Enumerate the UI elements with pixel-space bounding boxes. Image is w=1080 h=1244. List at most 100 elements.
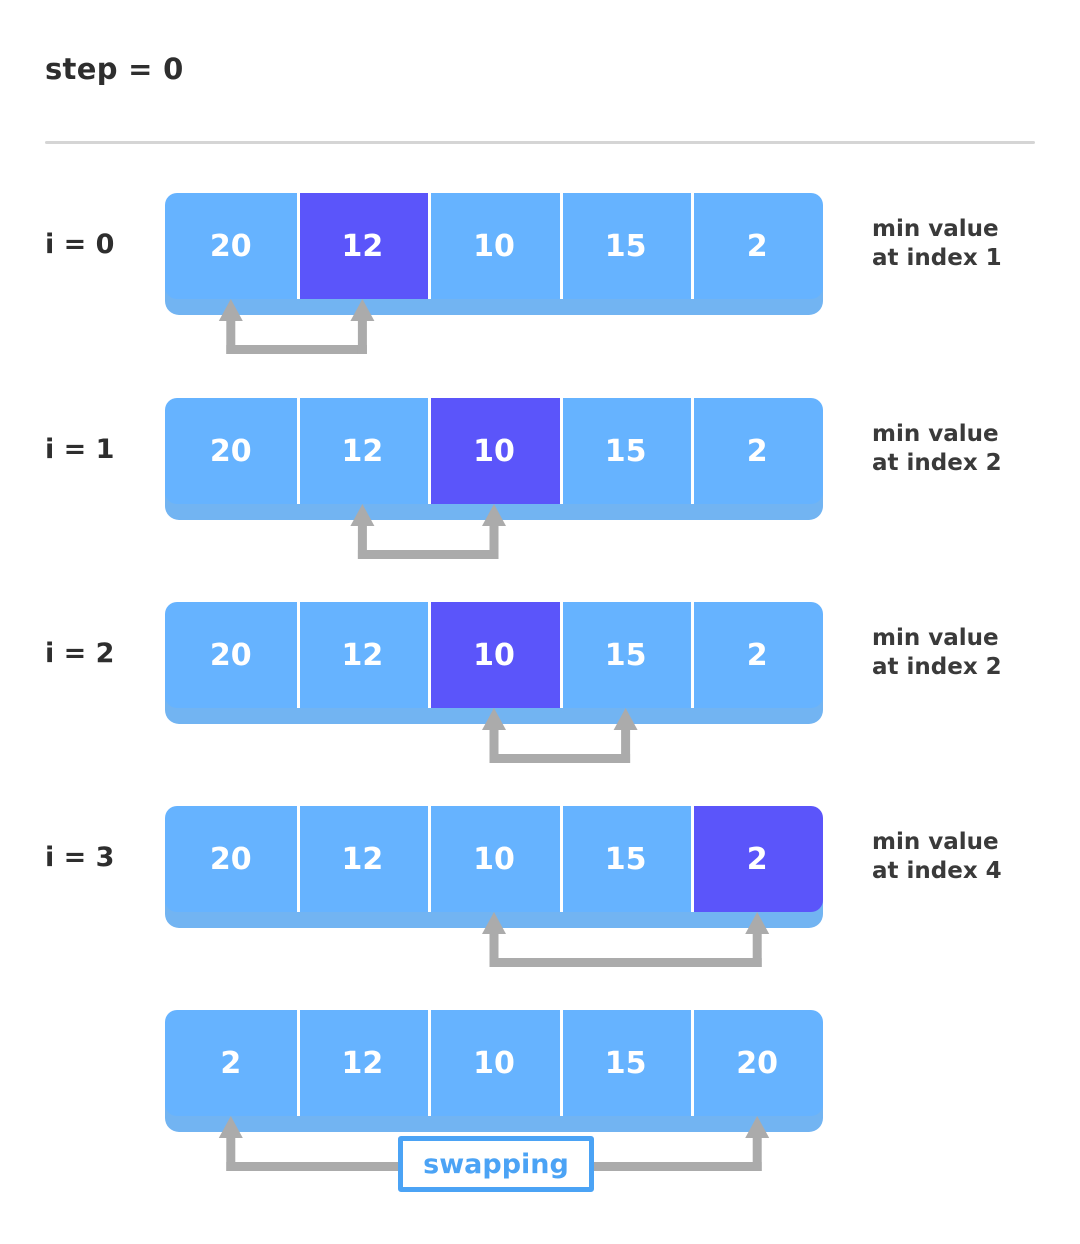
array-cell-value: 2 — [746, 433, 768, 469]
array-cell[interactable]: 15 — [559, 193, 692, 299]
cell-divider — [691, 602, 695, 708]
cell-divider — [691, 806, 695, 912]
row-index-label: i = 1 — [45, 434, 115, 465]
step-label: step = 0 — [45, 52, 184, 86]
array-cell-value: 20 — [209, 637, 252, 673]
array-cell-value: 20 — [209, 841, 252, 877]
row-note: min value at index 2 — [872, 421, 1002, 477]
arrow-head-icon — [482, 504, 506, 526]
array-cell[interactable]: 10 — [428, 193, 560, 299]
array-cells: 20 12 10 15 2 — [165, 193, 823, 299]
array-cell[interactable]: 2 — [165, 1010, 297, 1116]
row-note: min value at index 1 — [872, 216, 1002, 272]
array-block: 20 12 10 15 2 — [165, 398, 823, 520]
array-cell-value: 15 — [604, 433, 647, 469]
swap-arrow-connector — [482, 708, 638, 763]
cell-divider — [296, 193, 300, 299]
cell-divider — [428, 602, 432, 708]
array-cell-value: 12 — [341, 228, 384, 264]
array-cell-value: 12 — [341, 1045, 384, 1081]
array-cell[interactable]: 10 — [428, 1010, 560, 1116]
array-cell-value: 10 — [473, 433, 515, 469]
row-note: min value at index 4 — [872, 829, 1002, 885]
array-row: 2 12 10 15 20 — [0, 1010, 1080, 1215]
array-block: 20 12 10 15 2 — [165, 602, 823, 724]
array-cell[interactable]: 15 — [559, 1010, 692, 1116]
arrow-horizontal-bar — [489, 958, 762, 967]
cell-divider — [296, 806, 300, 912]
arrow-stem — [489, 524, 499, 559]
array-cell[interactable]: 12 — [296, 806, 429, 912]
arrow-horizontal-bar — [357, 550, 499, 559]
array-cell-value: 20 — [736, 1045, 779, 1081]
array-cell[interactable]: 15 — [559, 806, 692, 912]
array-cell-value: 10 — [473, 1045, 515, 1081]
array-cell-highlighted[interactable]: 10 — [428, 602, 560, 708]
array-cell[interactable]: 2 — [691, 193, 823, 299]
array-cell-value: 2 — [746, 637, 768, 673]
arrow-head-icon — [350, 504, 375, 526]
array-cell[interactable]: 10 — [428, 806, 560, 912]
array-cell[interactable]: 2 — [691, 398, 823, 504]
array-cell[interactable]: 20 — [165, 602, 297, 708]
array-cell-highlighted[interactable]: 2 — [691, 806, 823, 912]
array-cells: 20 12 10 15 2 — [165, 602, 823, 708]
array-cell-value: 20 — [209, 433, 252, 469]
row-note: min value at index 2 — [872, 625, 1002, 681]
arrow-stem — [621, 728, 631, 763]
array-cell[interactable]: 12 — [296, 398, 429, 504]
array-block: 2 12 10 15 20 — [165, 1010, 823, 1132]
swap-arrow-connector — [218, 299, 375, 354]
array-block: 20 12 10 15 2 — [165, 193, 823, 315]
cell-divider — [691, 398, 695, 504]
array-cell-value: 10 — [473, 637, 515, 673]
array-cell-highlighted[interactable]: 12 — [296, 193, 429, 299]
array-cell[interactable]: 20 — [165, 193, 297, 299]
cell-divider — [428, 806, 432, 912]
array-cells: 2 12 10 15 20 — [165, 1010, 823, 1116]
cell-divider — [428, 1010, 432, 1116]
arrow-stem — [489, 932, 499, 967]
array-cell-highlighted[interactable]: 10 — [428, 398, 560, 504]
array-cell-value: 15 — [604, 841, 647, 877]
cell-divider — [428, 193, 432, 299]
cell-divider — [559, 398, 563, 504]
arrow-stem — [226, 319, 236, 354]
array-cell[interactable]: 20 — [165, 398, 297, 504]
arrow-horizontal-bar — [226, 345, 367, 354]
cell-divider — [559, 806, 563, 912]
array-cell[interactable]: 15 — [559, 398, 692, 504]
array-cell-value: 2 — [220, 1045, 242, 1081]
array-cell-value: 12 — [341, 637, 384, 673]
array-cell-value: 15 — [604, 637, 647, 673]
arrow-stem — [489, 728, 499, 763]
cell-divider — [296, 602, 300, 708]
array-cell-value: 15 — [604, 228, 647, 264]
cell-divider — [559, 193, 563, 299]
cell-divider — [428, 398, 432, 504]
array-cell[interactable]: 12 — [296, 602, 429, 708]
array-row: i = 1 min value at index 2 20 12 10 15 2 — [0, 398, 1080, 603]
array-cell[interactable]: 20 — [165, 806, 297, 912]
row-index-label: i = 0 — [45, 229, 115, 260]
array-cell[interactable]: 12 — [296, 1010, 429, 1116]
array-cell-value: 10 — [473, 841, 515, 877]
swap-arrow-connector — [482, 912, 770, 967]
cell-divider — [559, 1010, 563, 1116]
array-cell[interactable]: 2 — [691, 602, 823, 708]
arrow-horizontal-bar — [489, 754, 631, 763]
arrow-head-icon — [218, 1116, 243, 1138]
arrow-head-icon — [482, 912, 506, 934]
array-cell[interactable]: 20 — [691, 1010, 823, 1116]
arrow-stem — [357, 524, 367, 559]
array-cell-value: 12 — [341, 433, 384, 469]
arrow-stem — [752, 932, 762, 967]
swap-arrow-connector — [350, 504, 506, 559]
array-cell[interactable]: 15 — [559, 602, 692, 708]
array-cell-value: 10 — [473, 228, 515, 264]
swapping-tag-label: swapping — [423, 1148, 569, 1180]
array-cell-value: 15 — [604, 1045, 647, 1081]
array-cell-value: 2 — [746, 228, 768, 264]
